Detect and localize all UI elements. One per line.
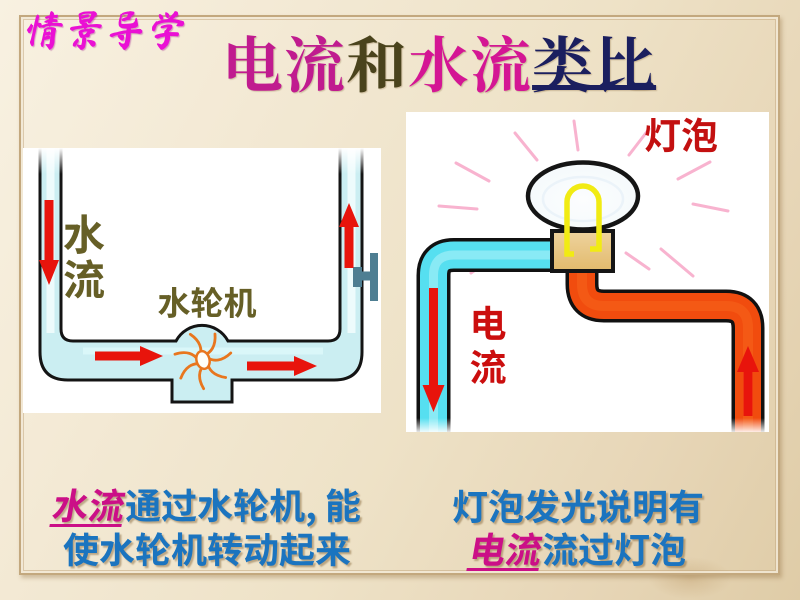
caption-water-highlight: 水流 [48, 478, 130, 530]
bulb-base [550, 229, 615, 273]
light-rays [437, 119, 730, 278]
light-ray [691, 202, 730, 213]
caption-water-line1-rest: 通过水轮机, 能 [125, 478, 361, 530]
caption-water-line2: 使水轮机转动起来 [62, 522, 351, 574]
light-ray [624, 251, 651, 271]
current-label: 电流 [469, 294, 507, 392]
down-arrow-head [422, 385, 445, 412]
down-arrow-shaft [429, 288, 438, 386]
caption-water: 水流通过水轮机, 能 使水轮机转动起来 [27, 478, 387, 574]
cyan-wire [416, 238, 553, 432]
water-diagram-panel: 水流 水轮机 [23, 148, 381, 413]
title-segment-water: 水流 [408, 18, 533, 105]
light-ray [513, 131, 539, 162]
valve-handle [370, 253, 378, 301]
down-arrow-shaft [44, 200, 54, 262]
caption-bulb-line2-rest: 流过灯泡 [542, 522, 687, 574]
pipe-top-fade [23, 148, 381, 174]
bulb-filament [564, 183, 602, 257]
title-segment-and: 和 [346, 18, 409, 105]
light-ray [437, 204, 479, 211]
caption-bulb-line2: 电流流过灯泡 [398, 522, 758, 574]
caption-water-line1: 水流通过水轮机, 能 [27, 478, 387, 530]
bulb-label: 灯泡 [644, 112, 718, 160]
water-flow-label: 水流 [62, 202, 105, 308]
caption-bulb-line1: 灯泡发光说明有 [451, 479, 704, 531]
valve-flange [353, 267, 362, 287]
light-ray [659, 247, 695, 278]
caption-bulb-highlight: 电流 [465, 522, 547, 574]
valve [353, 253, 378, 301]
up-arrow-head [737, 346, 759, 372]
orange-wire [565, 262, 765, 432]
orange-wire-highlight [577, 262, 753, 432]
flow-arrows [39, 200, 359, 376]
bulb-glass-shading [541, 175, 625, 223]
page-title: 电流和水流类比 [222, 25, 656, 99]
down-arrow-head [39, 260, 59, 285]
light-ray [676, 160, 712, 181]
up-arrow-shaft [743, 370, 753, 416]
valve-stem [361, 271, 371, 281]
up-arrow-head [339, 203, 359, 227]
water-diagram [23, 148, 381, 404]
circuit-diagram [406, 119, 769, 432]
orange-wire-fill [569, 262, 761, 432]
right-arrow-head [140, 346, 163, 366]
right-arrow-head [294, 356, 317, 376]
light-ray [572, 119, 580, 152]
corner-tag: 情景导学 [21, 9, 192, 51]
turbine-label: 水轮机 [157, 277, 257, 325]
turbine-wheel [173, 332, 233, 391]
orange-wire-casing [565, 262, 765, 432]
up-arrow-shaft [344, 225, 354, 268]
decorative-frame [19, 15, 780, 575]
circuit-diagram-panel: 灯泡 电流 [406, 112, 769, 432]
right-arrow-shaft [95, 351, 141, 361]
light-ray [454, 161, 491, 183]
title-segment-current: 电流 [222, 18, 347, 105]
current-arrows [422, 288, 759, 416]
light-ray [627, 127, 651, 157]
caption-bulb: 灯泡发光说明有 电流流过灯泡 [398, 479, 758, 575]
wire-bottom-fade [406, 418, 769, 432]
right-arrow-shaft [247, 361, 295, 371]
turbine-hub [195, 349, 211, 371]
cyan-wire-highlight [429, 250, 553, 432]
title-segment-analogy: 类比 [532, 18, 657, 105]
